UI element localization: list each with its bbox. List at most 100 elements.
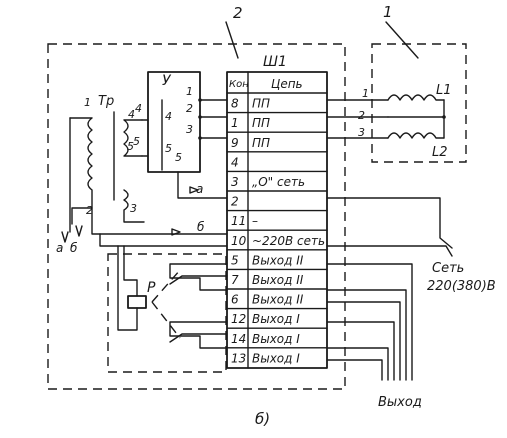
amp-connector-wires xyxy=(198,98,228,140)
connector-circuit: Выход I xyxy=(252,332,300,346)
connector-pin: 13 xyxy=(231,351,246,365)
output-wires: Выход xyxy=(326,263,422,410)
connector-pin: 1 xyxy=(231,116,239,130)
amplifier-u: У 4 5 5 1 2 3 4 5 xyxy=(133,71,201,173)
callout-1: 1 xyxy=(383,3,393,21)
amplifier-inner-pin-4: 4 xyxy=(165,110,172,123)
connector-body xyxy=(226,71,328,369)
connector-circuit: Выход II xyxy=(252,253,304,267)
connector-pin: 4 xyxy=(231,155,239,169)
callout-2: 2 xyxy=(233,4,243,22)
coil-pin-2: 2 xyxy=(358,109,365,122)
relay-coil-wire-top xyxy=(123,245,138,297)
signal-wires: а б xyxy=(91,171,228,247)
connector-circuit: „О" сеть xyxy=(252,175,305,189)
relay-enclosure xyxy=(107,253,227,373)
transformer-label: Тр xyxy=(98,94,114,109)
wire-220 xyxy=(99,233,228,247)
connector-title: Ш1 xyxy=(263,54,287,70)
connector-pin: 7 xyxy=(231,273,239,287)
transformer-lead-b-label: б xyxy=(70,241,78,255)
coil-l2-label: L2 xyxy=(432,145,448,160)
transformer-secondary xyxy=(123,119,143,157)
connector-circuit: ПП xyxy=(252,97,270,111)
connector-pin: 2 xyxy=(231,195,239,209)
transformer-pin-4: 4 xyxy=(128,108,135,121)
amplifier-inner-pin-5b: 5 xyxy=(175,151,182,164)
output-wire-6 xyxy=(326,301,401,381)
relay-switch-lower xyxy=(169,333,228,343)
coil-l2 xyxy=(387,132,445,139)
relay-link-upper xyxy=(151,269,181,303)
amplifier-pin-left-4: 4 xyxy=(135,102,142,115)
connector-circuit: ПП xyxy=(252,116,270,130)
coil-l1-label: L1 xyxy=(436,83,452,98)
coil-pin-3: 3 xyxy=(358,126,365,139)
callout-1-leader xyxy=(385,21,419,59)
relay-coil-wire-bottom xyxy=(117,245,138,331)
figure-caption: б) xyxy=(255,410,270,428)
connector-pin: 10 xyxy=(231,234,247,248)
connector-pin: 6 xyxy=(231,293,239,307)
output-wire-14 xyxy=(326,347,389,381)
connector-pin: 14 xyxy=(231,332,246,346)
relay-p: Р xyxy=(117,245,228,349)
coils-l1-l2: 1 2 3 L1 L2 xyxy=(326,83,452,160)
connector-pin: 3 xyxy=(231,175,239,189)
mains-wire-0 xyxy=(326,197,453,249)
connector-circuit: – xyxy=(252,214,258,228)
output-wire-5 xyxy=(326,263,413,381)
secondary-amp-wires xyxy=(141,119,149,157)
wire-a-label: а xyxy=(196,182,203,196)
output-wire-7 xyxy=(326,289,407,381)
transformer-pin-3: 3 xyxy=(130,202,137,215)
output-label: Выход xyxy=(378,395,422,410)
amplifier-pin-1: 1 xyxy=(186,85,193,98)
connector-circuit: Выход II xyxy=(252,293,304,307)
connector-pin: 8 xyxy=(231,97,239,111)
connector-circuit: ~220В сеть xyxy=(252,234,325,248)
connector-circuit: Выход I xyxy=(252,312,300,326)
output-wire-13 xyxy=(326,359,383,381)
transformer-winding-3 xyxy=(123,189,145,223)
connector-circuit: Выход II xyxy=(252,273,304,287)
mains-voltage: 220(380)В xyxy=(427,279,496,294)
enclosure-2 xyxy=(47,43,346,390)
connector-circuit: Выход I xyxy=(252,351,300,365)
connector-pin: 12 xyxy=(231,312,246,326)
connector-pin: 11 xyxy=(231,214,246,228)
amplifier-label: У xyxy=(162,73,172,89)
transformer-lead-arrows xyxy=(61,225,83,243)
coil-pin-1: 1 xyxy=(362,87,369,100)
enclosure-1 xyxy=(371,43,467,163)
relay-coil xyxy=(127,295,147,309)
amplifier-pin-2: 2 xyxy=(186,102,193,115)
amplifier-pin-left-5: 5 xyxy=(133,135,140,148)
connector-pin: 9 xyxy=(231,136,239,150)
amplifier-inner-pin-5: 5 xyxy=(165,142,172,155)
wire-b-label: б xyxy=(197,220,205,234)
transformer-lead-a-label: а xyxy=(56,241,63,255)
connector-circuit: ПП xyxy=(252,136,270,150)
arrow-a xyxy=(189,186,199,194)
connector-pin: 5 xyxy=(231,253,239,267)
transformer-primary xyxy=(69,117,93,225)
relay-link-lower xyxy=(151,301,181,339)
transformer-pin-2: 2 xyxy=(86,204,93,217)
transformer-pin-1: 1 xyxy=(84,96,91,109)
relay-switch-upper xyxy=(169,275,228,285)
coil-l1 xyxy=(387,94,445,101)
connector-header-circuit: Цепь xyxy=(271,77,303,91)
callout-2-leader xyxy=(225,21,239,59)
wire-a xyxy=(177,171,228,199)
relay-contact-upper xyxy=(169,263,228,291)
arrow-b xyxy=(171,228,181,236)
wire-b xyxy=(91,207,228,235)
relay-label: Р xyxy=(147,280,156,296)
transformer-tr: 1 Тр 2 4 5 3 а б xyxy=(56,94,145,255)
transformer-pin-5: 5 xyxy=(127,140,134,153)
connector-header-pin: Кон xyxy=(229,79,249,90)
